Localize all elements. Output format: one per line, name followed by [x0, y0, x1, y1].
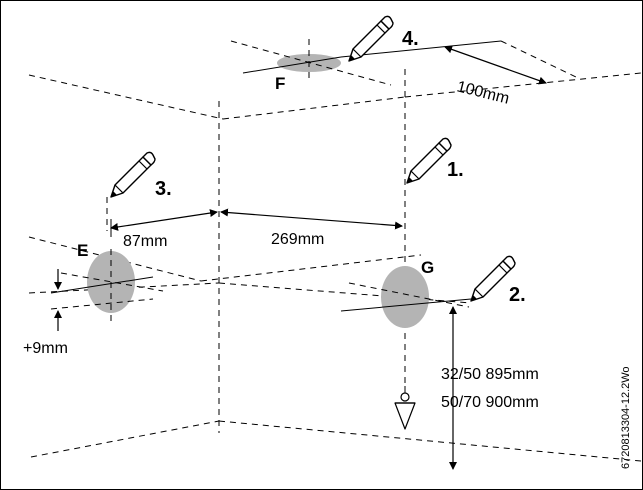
dimension-arrow-100: [444, 45, 547, 85]
marker-f-label: F: [275, 74, 285, 93]
dimension-arrow-269: [220, 208, 403, 230]
step-1-label: 1.: [447, 159, 464, 181]
dimension-87-label: 87mm: [123, 233, 167, 250]
step-3-label: 3.: [155, 178, 172, 200]
plumb-bob-icon: [394, 386, 416, 430]
point-g: [340, 266, 472, 328]
step-2-label: 2.: [509, 284, 526, 306]
pencil-icon: [406, 137, 452, 184]
dimension-100-label: 100mm: [455, 78, 511, 107]
dimension-9-label: +9mm: [23, 340, 68, 357]
height-value-2: 50/70 900mm: [441, 394, 539, 411]
point-e: [50, 197, 164, 323]
marker-e-label: E: [77, 241, 88, 260]
step-4-label: 4.: [402, 28, 419, 50]
dimension-269-label: 269mm: [271, 231, 324, 248]
document-code: 6720813304-12.2Wo: [620, 366, 632, 469]
marker-g-label: G: [421, 258, 434, 277]
room-lines: [28, 69, 642, 462]
dimension-arrow-87: [110, 209, 218, 231]
height-value-1: 32/50 895mm: [441, 366, 539, 383]
pencil-icon: [110, 151, 156, 198]
point-f: [230, 39, 577, 86]
